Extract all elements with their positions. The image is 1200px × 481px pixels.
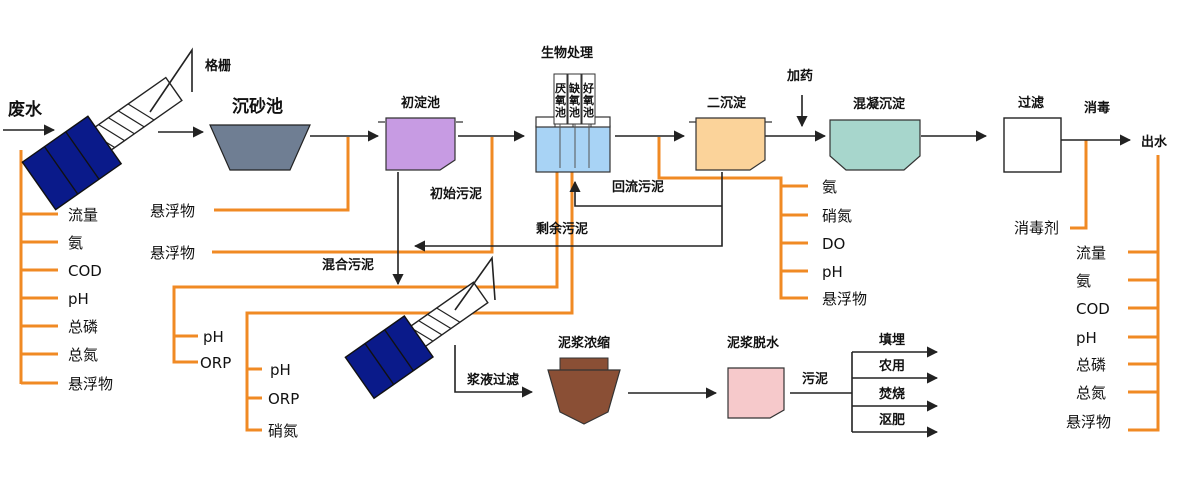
- screen-conveyor-icon: [21, 47, 193, 211]
- return-sludge-label: 回流污泥: [612, 179, 664, 195]
- add-chem-label: 加药: [786, 68, 813, 84]
- inlet-param: 悬浮物: [68, 375, 113, 393]
- output-agriculture: 农用: [878, 358, 905, 374]
- thickener-tank: [547, 357, 621, 425]
- output-compost: 沤肥: [879, 412, 905, 428]
- outlet-monitor-list: 流量 氨 COD pH 总磷 总氮 悬浮物: [1066, 244, 1111, 431]
- output-incineration: 焚烧: [878, 386, 905, 402]
- inlet-param: 总氮: [68, 346, 98, 364]
- thickening-label: 泥浆浓缩: [558, 335, 610, 351]
- dewater-tank: [727, 367, 785, 419]
- outlet-param: COD: [1076, 300, 1110, 318]
- anoxic-param: pH: [270, 361, 291, 379]
- grit-tank-label: 沉砂池: [232, 96, 283, 117]
- inlet-param: 氨: [68, 234, 83, 252]
- sludge-outputs: 填埋 农用 焚烧 沤肥: [878, 332, 905, 428]
- outlet-param: 氨: [1076, 272, 1091, 290]
- bio-aerobic-label: 好氧池: [582, 81, 594, 119]
- liquor-filter-label: 浆液过滤: [466, 372, 519, 388]
- anaerobic-param: ORP: [200, 354, 231, 372]
- grit-tank: [209, 124, 311, 171]
- secondary-monitor-list: 氨 硝氮 DO pH 悬浮物: [822, 178, 867, 308]
- secondary-param: 悬浮物: [822, 290, 867, 308]
- outlet-param: 悬浮物: [1066, 413, 1111, 431]
- flow-lines: [3, 95, 1132, 438]
- waste-water-label: 废水: [8, 99, 43, 120]
- inlet-param: 总磷: [68, 318, 98, 336]
- dewatering-label: 泥浆脱水: [727, 335, 780, 351]
- output-landfill: 填埋: [879, 332, 905, 348]
- bio-treatment-label: 生物处理: [541, 45, 593, 61]
- sludge-conveyor-icon: [344, 255, 496, 400]
- outlet-param: 总磷: [1076, 356, 1106, 374]
- bio-anoxic-label: 缺氧池: [568, 81, 581, 119]
- screen-label: 格栅: [205, 58, 231, 74]
- secondary-param: 硝氮: [822, 207, 852, 225]
- primary-tank-label: 初淀池: [401, 95, 440, 111]
- excess-sludge-label: 剩余污泥: [536, 221, 588, 237]
- grit-monitor: 悬浮物: [150, 202, 195, 220]
- inlet-param: pH: [68, 290, 89, 308]
- filter-box: [1003, 117, 1062, 173]
- secondary-tank: [695, 117, 766, 171]
- disinfectant-label: 消毒剂: [1014, 219, 1059, 237]
- outlet-param: 总氮: [1076, 384, 1106, 402]
- bio-anaerobic-label: 厌氧池: [554, 82, 566, 119]
- coag-tank-label: 混凝沉淀: [853, 96, 906, 112]
- anoxic-monitor-list: pH ORP 硝氮: [268, 361, 299, 440]
- secondary-param: pH: [822, 263, 843, 281]
- secondary-param: DO: [822, 235, 845, 253]
- outlet-label: 出水: [1141, 134, 1168, 150]
- primary-monitor: 悬浮物: [150, 244, 195, 262]
- anaerobic-param: pH: [203, 328, 224, 346]
- anoxic-param: 硝氮: [268, 422, 298, 440]
- outlet-param: pH: [1076, 329, 1097, 347]
- secondary-param: 氨: [822, 178, 837, 196]
- monitor-lines: [19, 98, 1160, 432]
- filter-label: 过滤: [1018, 95, 1044, 111]
- disinfect-label: 消毒: [1084, 100, 1110, 116]
- anaerobic-monitor-list: pH ORP: [200, 328, 231, 372]
- initial-sludge-label: 初始污泥: [430, 186, 482, 202]
- secondary-tank-label: 二沉淀: [707, 95, 747, 111]
- bio-treatment-tank: [535, 73, 611, 173]
- inlet-param: COD: [68, 262, 102, 280]
- primary-tank: [385, 117, 456, 171]
- inlet-monitor-list: 流量 氨 COD pH 总磷 总氮 悬浮物: [68, 206, 113, 393]
- labels: 废水 格栅 沉砂池 初淀池 生物处理 厌氧池 缺氧池 好氧池 二沉淀 加药 混凝…: [8, 45, 1168, 388]
- outlet-param: 流量: [1076, 244, 1106, 262]
- anoxic-param: ORP: [268, 390, 299, 408]
- coagulation-tank: [829, 119, 921, 171]
- inlet-param: 流量: [68, 206, 98, 224]
- sludge-label: 污泥: [802, 371, 828, 387]
- mixed-sludge-label: 混合污泥: [322, 257, 374, 273]
